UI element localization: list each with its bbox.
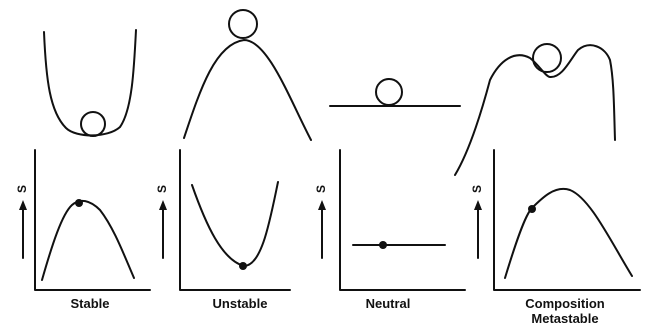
metastable-y-label: S: [470, 185, 484, 193]
neutral-y-label: S: [314, 185, 328, 193]
stable-y-arrowhead: [19, 200, 27, 210]
metastable-caption-line1: Composition: [510, 297, 620, 311]
stable-axes: [35, 150, 150, 290]
metastable-entropy-curve: [505, 189, 632, 278]
neutral-state-dot: [379, 241, 387, 249]
metastable-state-dot: [528, 205, 536, 213]
stable-state-dot: [75, 199, 83, 207]
metastable-axes: [494, 150, 640, 290]
metastable-ball: [533, 44, 561, 72]
neutral-y-arrowhead: [318, 200, 326, 210]
stable-entropy-curve: [42, 201, 134, 280]
unstable-y-arrowhead: [159, 200, 167, 210]
metastable-caption-line2: Metastable: [510, 312, 620, 326]
neutral-caption: Neutral: [348, 297, 428, 311]
stable-ball: [81, 112, 105, 136]
stable-caption: Stable: [50, 297, 130, 311]
unstable-axes: [180, 150, 290, 290]
metastable-y-arrowhead: [474, 200, 482, 210]
stable-valley-curve: [44, 30, 136, 135]
unstable-y-label: S: [155, 185, 169, 193]
unstable-caption: Unstable: [200, 297, 280, 311]
neutral-ball: [376, 79, 402, 105]
unstable-entropy-curve: [192, 182, 278, 266]
stable-y-label: S: [15, 185, 29, 193]
unstable-state-dot: [239, 262, 247, 270]
unstable-hill-curve: [184, 40, 311, 140]
unstable-ball: [229, 10, 257, 38]
neutral-axes: [340, 150, 465, 290]
